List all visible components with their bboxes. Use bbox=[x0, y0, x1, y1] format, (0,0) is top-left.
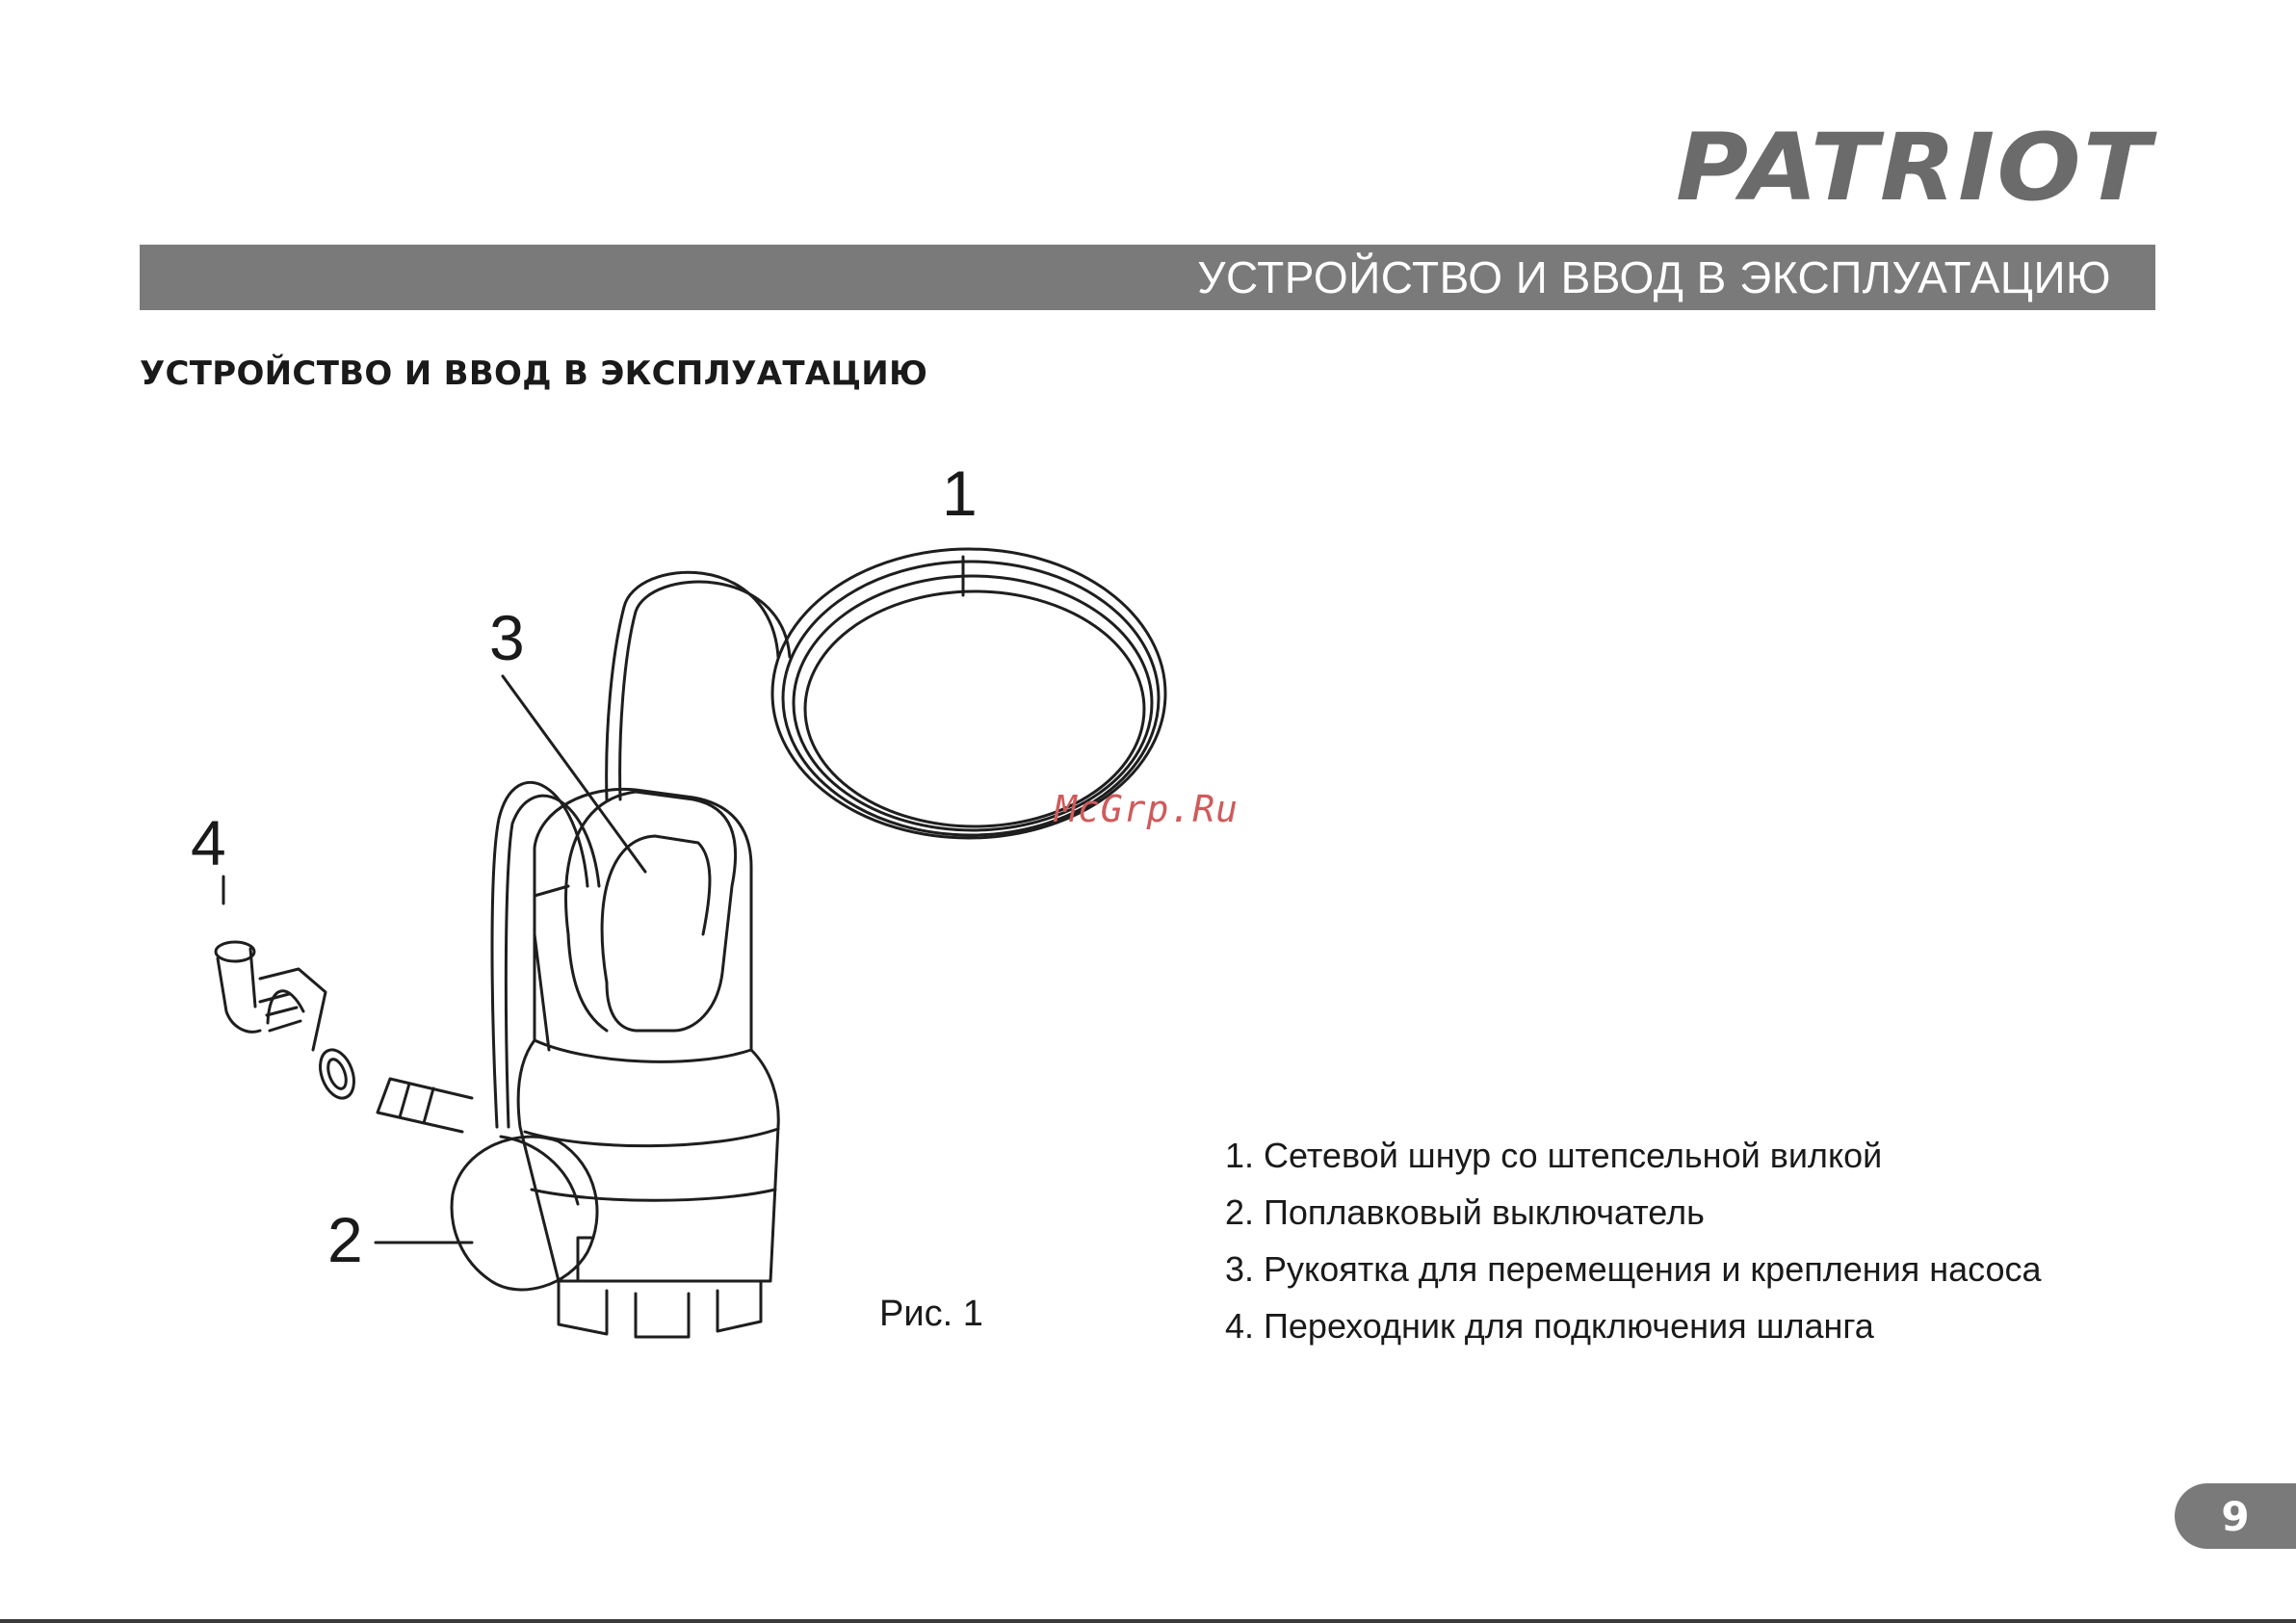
callout-2: 2 bbox=[327, 1204, 363, 1275]
callout-1: 1 bbox=[942, 458, 978, 529]
legend-item: 1. Сетевой шнур со штепсельной вилкой bbox=[1225, 1127, 2042, 1184]
pump-handle bbox=[535, 792, 736, 1050]
section-banner-title: УСТРОЙСТВО И ВВОД В ЭКСПЛУАТАЦИЮ bbox=[1197, 251, 2111, 303]
svg-text:PATRIOT: PATRIOT bbox=[1676, 120, 2157, 212]
figure-caption: Рис. 1 bbox=[879, 1294, 983, 1335]
section-heading: УСТРОЙСТВО И ВВОД В ЭКСПЛУАТАЦИЮ bbox=[140, 354, 927, 393]
pump-diagram: 1 2 3 4 bbox=[154, 433, 1281, 1426]
pump-body bbox=[518, 789, 778, 1337]
float-switch bbox=[452, 1137, 597, 1290]
bottom-rule bbox=[0, 1619, 2296, 1623]
legend-item: 3. Рукоятка для перемещения и крепления … bbox=[1225, 1241, 2042, 1297]
section-banner: УСТРОЙСТВО И ВВОД В ЭКСПЛУАТАЦИЮ bbox=[140, 245, 2155, 310]
page-number: 9 bbox=[2221, 1493, 2249, 1540]
watermark: McGrp.Ru bbox=[1055, 788, 1239, 830]
callout-3: 3 bbox=[489, 602, 525, 673]
page-number-tab: 9 bbox=[2175, 1483, 2296, 1549]
callout-4: 4 bbox=[191, 807, 226, 878]
legend-item: 2. Поплавковый выключатель bbox=[1225, 1184, 2042, 1241]
power-cord bbox=[607, 572, 778, 799]
patriot-logo: PATRIOT bbox=[1671, 120, 2157, 212]
legend-item: 4. Переходник для подключения шланга bbox=[1225, 1297, 2042, 1354]
hose-adapter bbox=[216, 942, 472, 1132]
parts-legend: 1. Сетевой шнур со штепсельной вилкой 2.… bbox=[1225, 1127, 2042, 1354]
